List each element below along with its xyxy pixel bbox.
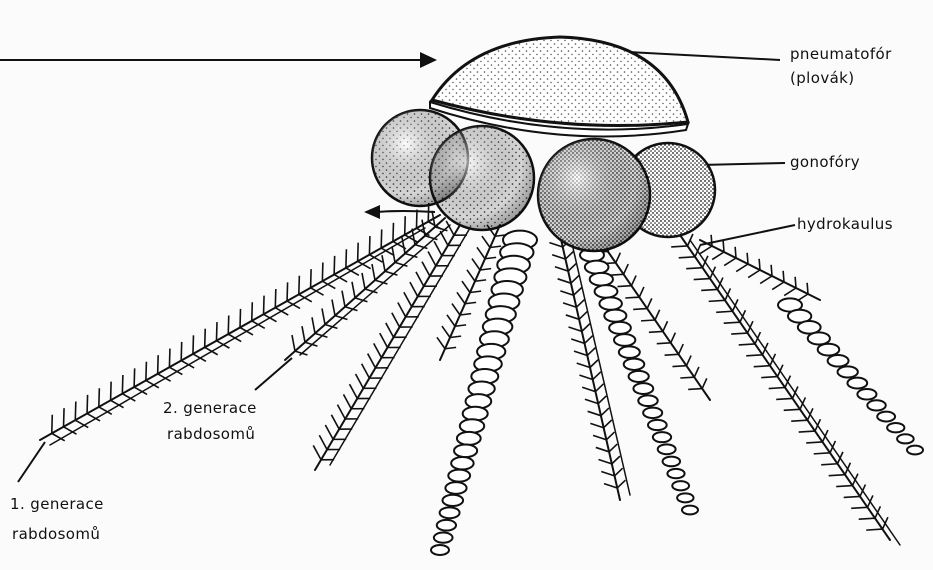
label-gen2-line2: rabdosomů [167, 424, 255, 444]
label-pneumatophore-alt: (plovák) [790, 68, 855, 88]
barbs [52, 203, 888, 530]
label-gen1-line1: 1. generace [10, 494, 104, 514]
label-gen2-line1: 2. generace [163, 398, 257, 418]
left-arrow-line [378, 211, 435, 212]
hydrocaulus-leader [700, 225, 795, 245]
label-gonophores: gonofóry [790, 152, 860, 172]
gen2-leader [255, 358, 292, 390]
segmented-stalks [431, 231, 923, 555]
arrowhead-right [420, 52, 437, 68]
pneumatophore-float [430, 37, 688, 136]
arrowhead-left [364, 205, 380, 219]
gonophores-leader [700, 163, 785, 165]
gen1-leader [18, 442, 45, 482]
label-pneumatophore: pneumatofór [790, 44, 892, 64]
label-gen1-line2: rabdosomů [12, 524, 100, 544]
label-hydrocaulus: hydrokaulus [797, 214, 893, 234]
